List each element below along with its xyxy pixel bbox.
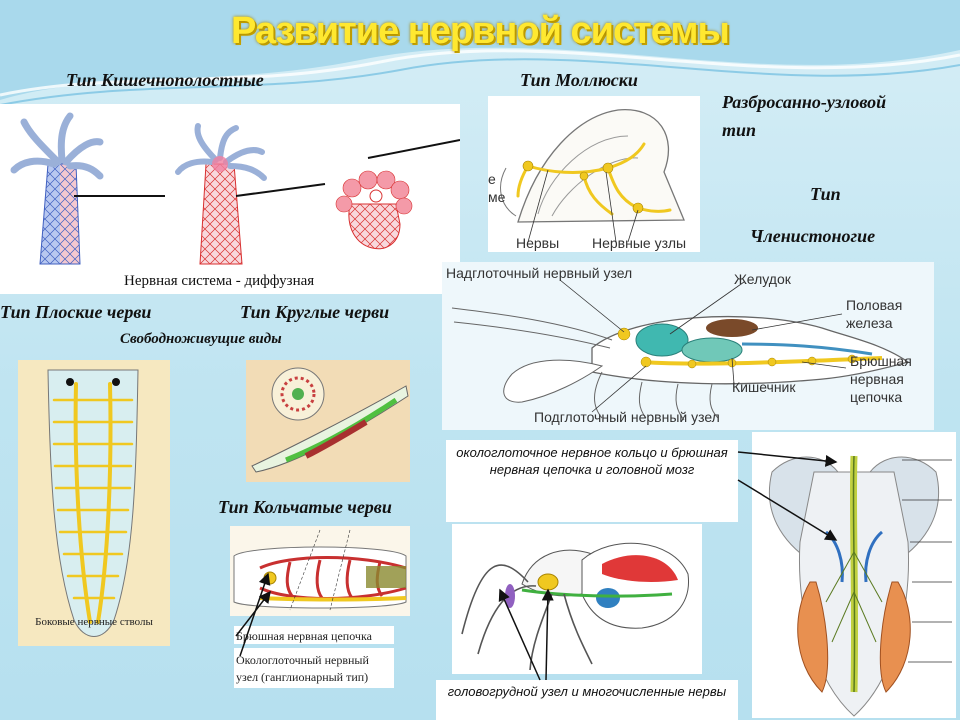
heading-free-living: Свободноживущие виды <box>120 331 282 347</box>
arrow-to-insect-chain <box>737 479 838 541</box>
heading-scattered-nodal-2: тип <box>722 120 757 140</box>
crayfish-label-sub: Подглоточный нервный узел <box>534 409 720 425</box>
mollusc-label-nerves: Нервы <box>516 235 559 251</box>
spider-illustration <box>452 524 702 674</box>
crayfish-label-ventral-1: Брюшная <box>850 353 912 369</box>
heading-flatworms: Тип Плоские черви <box>0 302 152 322</box>
arrow-spider-node-right <box>541 588 554 681</box>
hydra-3 <box>335 170 413 250</box>
spider-caption: головогрудной узел и многочисленные нерв… <box>447 684 727 699</box>
mollusc-partial-label-2: ме <box>488 189 506 205</box>
cnidaria-caption: Нервная система - диффузная <box>124 273 315 289</box>
heading-arthropoda-2: Членистоногие <box>750 226 876 246</box>
arrow-annelid-ganglion <box>239 572 271 657</box>
arrow-to-insect-brain <box>737 451 838 467</box>
heading-annelids: Тип Кольчатые черви <box>218 497 392 517</box>
heading-scattered-nodal-1: Разбросанно-узловой <box>722 92 887 112</box>
hydra-illustration <box>0 104 460 270</box>
pointer-line <box>235 183 326 197</box>
heading-mollusca: Тип Моллюски <box>520 70 638 90</box>
spider-caption-box: головогрудной узел и многочисленные нерв… <box>436 680 738 720</box>
hydra-2 <box>175 123 267 265</box>
insect-caption: окологлоточное нервное кольцо и брюшная … <box>456 445 728 477</box>
page-title: Развитие нервной системы <box>231 10 730 52</box>
annelid-label-ventral-chain: Брюшная нервная цепочка <box>236 629 372 643</box>
heading-arthropoda-1: Тип <box>810 184 841 204</box>
crayfish-label-intestine: Кишечник <box>732 379 796 395</box>
mollusc-partial-label-1: е <box>488 171 496 187</box>
pointer-line <box>367 139 460 159</box>
hydra-1 <box>10 112 104 265</box>
mollusc-illustration: е ме Нервы Нервные узлы <box>488 96 700 252</box>
header-wave <box>0 0 960 106</box>
insect-caption-box: окологлоточное нервное кольцо и брюшная … <box>446 440 738 522</box>
crayfish-illustration: Надглоточный нервный узел Желудок Полова… <box>442 262 934 430</box>
flatworm-label: Боковые нервные стволы <box>35 616 153 628</box>
crayfish-label-ventral-3: цепочка <box>850 389 902 405</box>
flatworm-illustration <box>18 360 170 646</box>
mollusc-label-ganglia: Нервные узлы <box>592 235 686 251</box>
crayfish-label-gonad-1: Половая <box>846 297 902 313</box>
heading-roundworms: Тип Круглые черви <box>240 302 390 322</box>
crayfish-label-gonad-2: железа <box>846 315 893 331</box>
annelid-label-ganglion: Окологлоточный нервный узел (ганглионарн… <box>236 653 369 684</box>
arrow-spider-node-left <box>498 588 541 681</box>
heading-cnidaria: Тип Кишечнополостные <box>66 70 264 90</box>
crayfish-label-ventral-2: нервная <box>850 371 904 387</box>
crayfish-label-stomach: Желудок <box>734 271 792 287</box>
arrow-annelid-chain <box>235 590 271 637</box>
crayfish-label-supra: Надглоточный нервный узел <box>446 265 632 281</box>
insect-illustration <box>752 432 956 718</box>
roundworm-illustration <box>246 360 410 482</box>
